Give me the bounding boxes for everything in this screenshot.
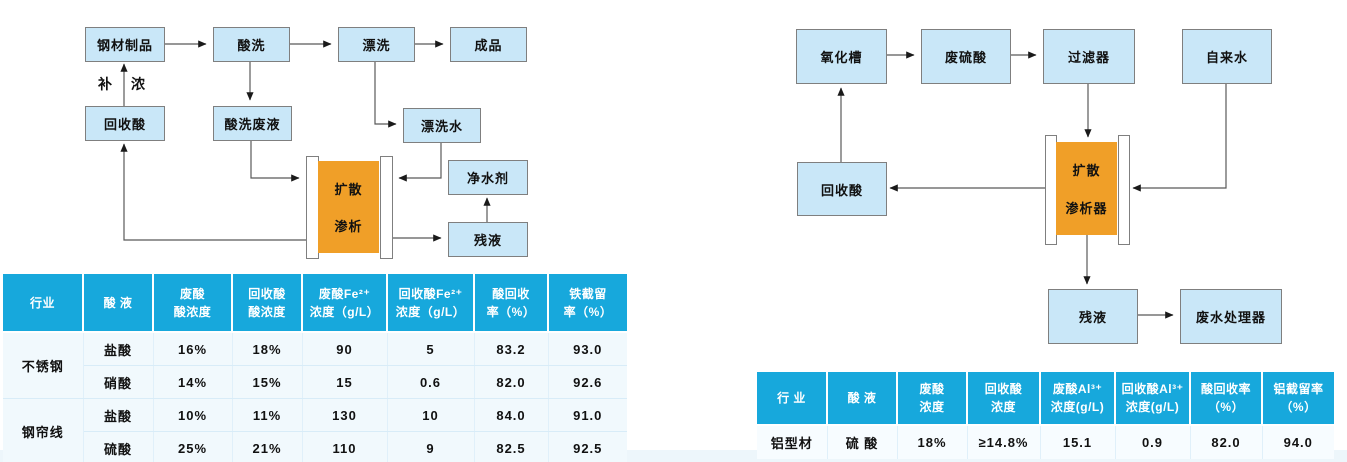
node-water-purifier: 净水剂: [448, 160, 528, 195]
col-header-industry: 行 业: [757, 372, 828, 426]
col-header-waste-acid-conc: 废酸 浓度: [897, 372, 968, 426]
table-row: 钢帘线 盐酸 10% 11% 130 10 84.0 91.0: [3, 398, 627, 462]
node-steel-products: 钢材制品: [85, 27, 165, 62]
industry-cell: 铝型材: [757, 425, 828, 459]
node-diffusion-dialysis: 扩散 渗析: [318, 161, 379, 253]
aluminum-acid-recovery-table: 行 业 酸 液 废酸 浓度 回收酸 浓度 废酸Al³⁺ 浓度(g/L) 回收酸A…: [757, 372, 1334, 459]
replenish-label-char2: 浓: [131, 76, 145, 92]
node-filter: 过滤器: [1043, 29, 1135, 84]
dialysis-right-membrane-bar: [380, 156, 393, 259]
diffusion-dialyzer-label-line1: 扩散: [1072, 163, 1101, 179]
node-tap-water: 自来水: [1182, 29, 1272, 84]
table-row: 不锈钢 盐酸 16% 18% 90 5 83.2 93.0: [3, 332, 627, 399]
node-pickling-waste: 酸洗废液: [213, 106, 292, 141]
node-recovered-acid-right: 回收酸: [797, 162, 887, 216]
node-rinsing: 漂洗: [338, 27, 415, 62]
col-header-industry: 行业: [3, 274, 84, 333]
node-residue-left: 残液: [448, 222, 528, 257]
table-row: 铝型材 硫 酸 18% ≥14.8% 15.1 0.9 82.0 94.0: [757, 425, 1334, 459]
industry-cell: 不锈钢: [3, 332, 84, 399]
industry-cell: 钢帘线: [3, 398, 84, 462]
replenish-label-char1: 补: [98, 76, 112, 92]
col-header-waste-al-conc: 废酸Al³⁺ 浓度(g/L): [1040, 372, 1116, 426]
node-diffusion-dialyzer: 扩散 渗析器: [1056, 142, 1117, 235]
col-header-aluminum-rejection-rate: 铝截留率 （%）: [1262, 372, 1334, 426]
node-pickling: 酸洗: [213, 27, 290, 62]
col-header-waste-acid-conc: 废酸 酸浓度: [153, 274, 233, 333]
diffusion-dialyzer-label-line2: 渗析器: [1065, 200, 1108, 216]
col-header-recovered-acid-conc: 回收酸 酸浓度: [232, 274, 303, 333]
table-row: 硫酸 25% 21% 110 9 82.5 92.5: [3, 431, 627, 462]
col-header-recovered-acid-conc: 回收酸 浓度: [967, 372, 1041, 426]
steel-acid-recovery-table: 行业 酸 液 废酸 酸浓度 回收酸 酸浓度 废酸Fe²⁺ 浓度（g/L） 回收酸…: [3, 274, 627, 462]
col-header-acid: 酸 液: [827, 372, 898, 426]
node-rinse-water: 漂洗水: [403, 108, 481, 143]
col-header-waste-fe-conc: 废酸Fe²⁺ 浓度（g/L）: [302, 274, 388, 333]
col-header-recovered-fe-conc: 回收酸Fe²⁺ 浓度（g/L）: [387, 274, 475, 333]
node-finished-product: 成品: [450, 27, 527, 62]
table-row: 硝酸 14% 15% 15 0.6 82.0 92.6: [3, 365, 627, 399]
node-wastewater-processor: 废水处理器: [1180, 289, 1282, 344]
col-header-acid-recovery-rate: 酸回收率 （%）: [1190, 372, 1263, 426]
col-header-iron-rejection-rate: 铁截留 率（%）: [548, 274, 627, 333]
node-recovered-acid-left: 回收酸: [85, 106, 165, 141]
node-waste-sulfuric-acid: 废硫酸: [921, 29, 1011, 84]
node-oxidation-tank: 氧化槽: [796, 29, 887, 84]
dialyzer-right-membrane-bar: [1118, 135, 1130, 245]
col-header-acid: 酸 液: [83, 274, 154, 333]
node-residue-right: 残液: [1048, 289, 1138, 344]
col-header-acid-recovery-rate: 酸回收 率（%）: [474, 274, 549, 333]
diffusion-dialysis-label-line1: 扩散: [334, 182, 363, 197]
col-header-recovered-al-conc: 回收酸Al³⁺ 浓度(g/L): [1115, 372, 1191, 426]
diffusion-dialysis-label-line2: 渗析: [334, 219, 363, 234]
